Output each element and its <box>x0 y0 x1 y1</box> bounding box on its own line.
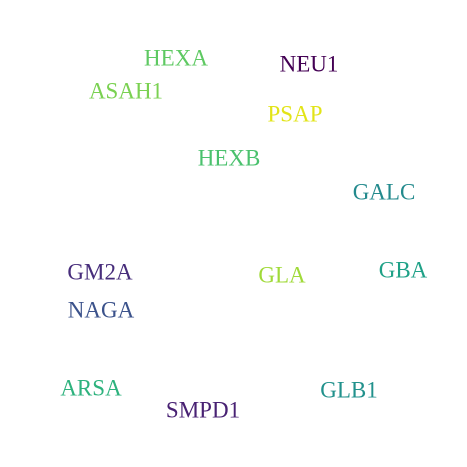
word-neu1: NEU1 <box>279 51 339 77</box>
word-asah1: ASAH1 <box>88 78 164 104</box>
word-hexb: HEXB <box>197 145 261 171</box>
word-gba: GBA <box>378 257 428 283</box>
word-gla: GLA <box>258 262 306 288</box>
word-psap: PSAP <box>267 101 323 127</box>
word-naga: NAGA <box>67 297 135 323</box>
word-glb1: GLB1 <box>320 377 378 403</box>
word-galc: GALC <box>352 179 416 205</box>
word-arsa: ARSA <box>60 375 122 401</box>
word-gm2a: GM2A <box>67 259 133 285</box>
word-smpd1: SMPD1 <box>165 397 241 423</box>
word-hexa: HEXA <box>144 45 208 71</box>
